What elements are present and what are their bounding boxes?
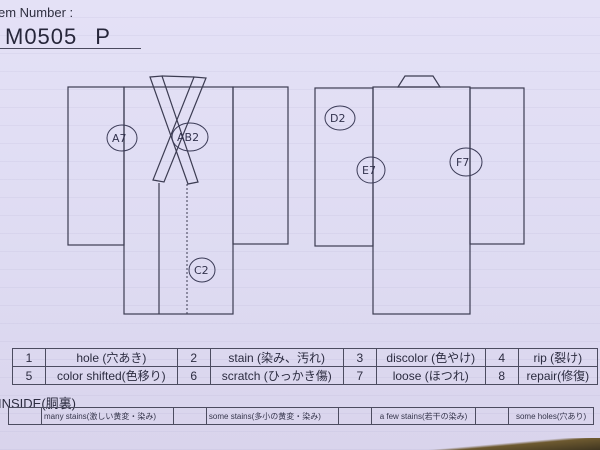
legend-label: color shifted(色移り): [45, 366, 178, 385]
legend-label: repair(修復): [517, 366, 599, 385]
item-number-underline: [0, 48, 141, 49]
legend-code: 1: [12, 348, 46, 367]
checkbox-some-stains[interactable]: [172, 407, 207, 425]
front-right-sleeve: [232, 86, 289, 245]
checkbox-few-stains[interactable]: [337, 407, 372, 425]
legend-row: 1 hole (穴あき) 2 stain (染み、汚れ) 3 discolor …: [12, 348, 599, 367]
svg-text:C2: C2: [194, 264, 209, 277]
svg-text:D2: D2: [330, 112, 345, 125]
mark-d2: D2: [324, 105, 356, 131]
svg-text:A7: A7: [112, 132, 127, 145]
option-some-stains: some stains(多小の黄変・染み): [205, 407, 339, 425]
back-collar-tab: [396, 75, 442, 88]
desk-edge: [420, 438, 600, 450]
svg-text:F7: F7: [456, 156, 469, 169]
inside-row: many stains(激しい黄変・染み) some stains(多小の黄変・…: [8, 407, 594, 425]
checkbox-some-holes[interactable]: [475, 407, 510, 425]
legend-code: 3: [342, 348, 377, 367]
kimono-front-view: [67, 75, 289, 315]
option-few-stains: a few stains(若干の染み): [370, 407, 477, 425]
legend-label: scratch (ひっかき傷): [209, 366, 344, 385]
mark-c2: C2: [188, 257, 216, 283]
legend-code: 8: [484, 366, 519, 385]
svg-text:AB2: AB2: [177, 131, 199, 144]
legend-code: 6: [176, 366, 211, 385]
legend-label: hole (穴あき): [45, 348, 178, 367]
collar-band-right: [152, 76, 207, 183]
legend-code: 4: [484, 348, 519, 367]
legend-row: 5 color shifted(色移り) 6 scratch (ひっかき傷) 7…: [12, 366, 599, 385]
front-body: [123, 86, 234, 315]
legend-label: loose (ほつれ): [375, 366, 486, 385]
item-number-label: em Number :: [0, 5, 74, 20]
mark-f7: F7: [449, 147, 483, 177]
back-body: [372, 86, 471, 315]
legend-code: 5: [12, 366, 46, 385]
item-number-suffix: P: [95, 24, 111, 49]
collar-top: [161, 75, 195, 78]
mark-e7: E7: [356, 156, 386, 184]
mark-a7: A7: [106, 124, 138, 152]
item-number-value: M0505 P: [5, 24, 111, 50]
option-some-holes: some holes(穴あり): [508, 407, 594, 425]
legend-code: 2: [176, 348, 211, 367]
inside-condition-table: many stains(激しい黄変・染み) some stains(多小の黄変・…: [8, 407, 594, 425]
kimono-diagram: A7 AB2 C2 D2 E7 F7: [67, 75, 525, 315]
checkbox-many-stains[interactable]: [8, 407, 42, 425]
svg-text:E7: E7: [362, 164, 376, 177]
legend-label: rip (裂け): [517, 348, 599, 367]
damage-legend-table: 1 hole (穴あき) 2 stain (染み、汚れ) 3 discolor …: [12, 348, 599, 385]
collar-band-left: [149, 75, 199, 185]
back-right-sleeve: [469, 87, 525, 245]
option-many-stains: many stains(激しい黄変・染み): [41, 407, 174, 425]
legend-label: discolor (色やけ): [375, 348, 486, 367]
mark-ab2: AB2: [171, 122, 209, 152]
kimono-back-view: [314, 75, 525, 315]
legend-label: stain (染み、汚れ): [209, 348, 344, 367]
item-number-code: M0505: [5, 24, 78, 49]
legend-code: 7: [342, 366, 377, 385]
front-left-sleeve: [67, 86, 125, 246]
